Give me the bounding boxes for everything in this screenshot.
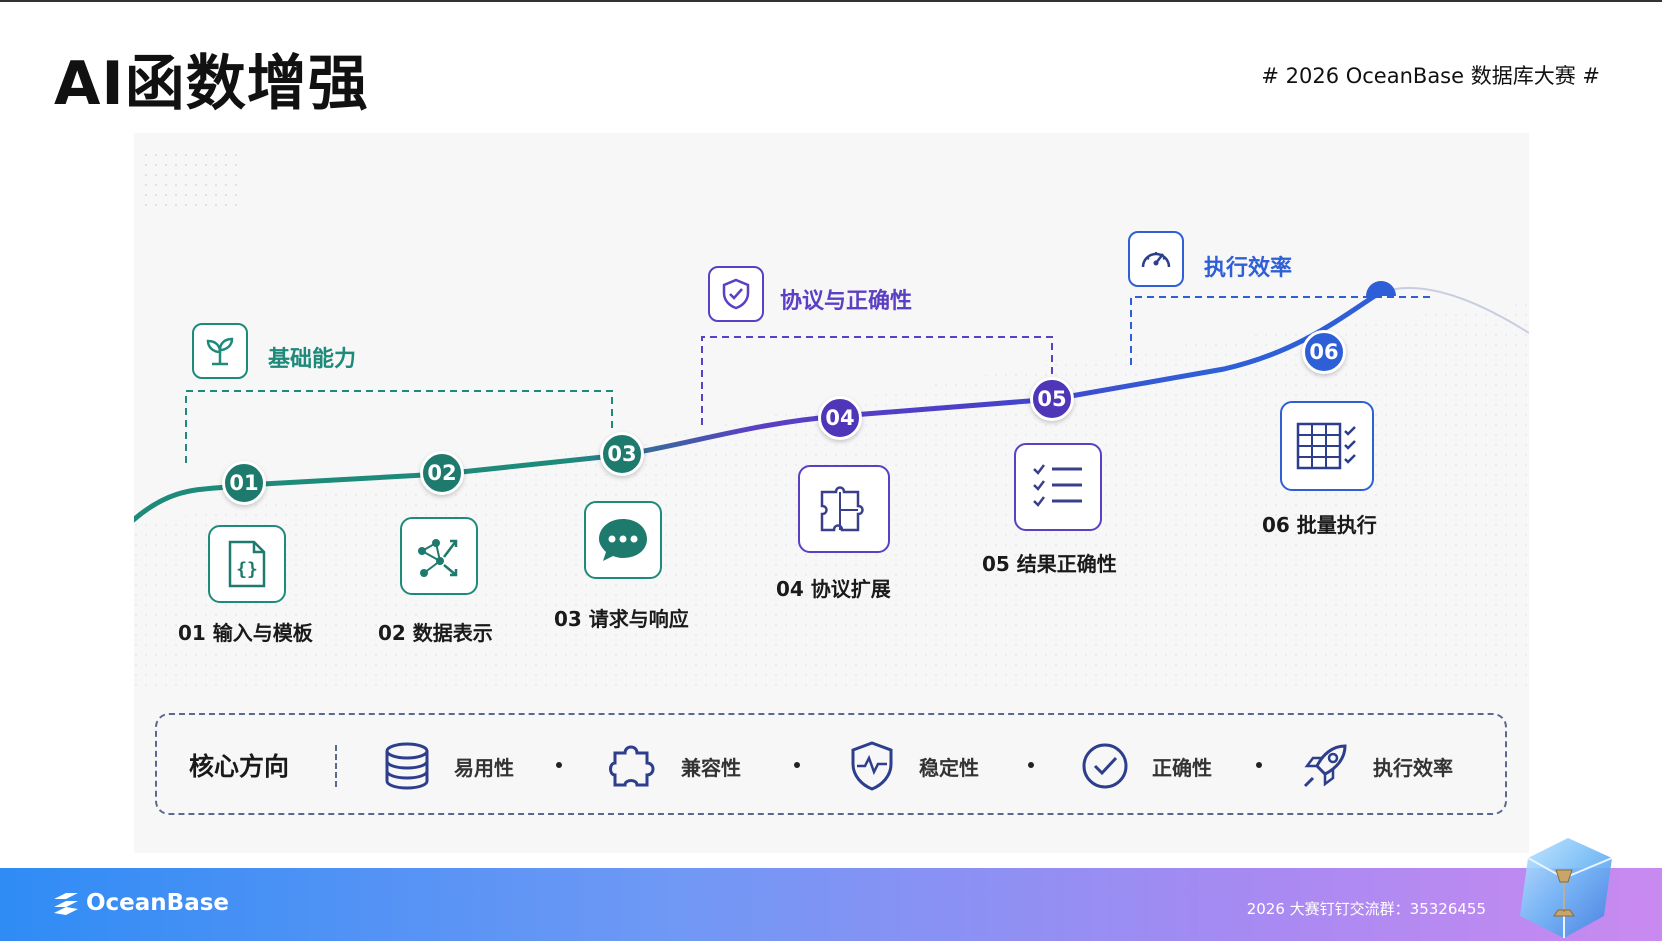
- group-title-basic: 基础能力: [268, 347, 357, 372]
- network-nodes-icon: [400, 517, 478, 595]
- database-icon: [385, 742, 429, 790]
- trophy-cube-icon: [1520, 838, 1613, 938]
- shield-check-icon: [708, 266, 764, 322]
- shield-pulse-icon: [851, 741, 893, 791]
- roadmap-panel: 基础能力 协议与正确性 执行效率 01 02 03 04 05 06 {} 01…: [134, 133, 1529, 853]
- core-item-usability: 易用性: [382, 739, 514, 793]
- oceanbase-logo-icon: [54, 893, 78, 915]
- core-title: 核心方向: [189, 752, 290, 781]
- step-label-01: 01 输入与模板: [178, 621, 313, 645]
- group-title-efficiency: 执行效率: [1204, 256, 1293, 281]
- step-label-03: 03 请求与响应: [554, 607, 689, 631]
- core-item-label: 易用性: [454, 755, 514, 780]
- core-item-correctness: 正确性: [1080, 739, 1212, 793]
- checklist-icon: [1014, 443, 1102, 531]
- code-file-icon: {}: [208, 525, 286, 603]
- page-title: AI函数增强: [54, 49, 369, 119]
- core-directions-box: 核心方向 易用性 兼容性 稳定性 正确性 执行效率: [155, 713, 1507, 815]
- core-separator: [335, 745, 337, 787]
- step-node-03: 03: [600, 432, 644, 476]
- core-item-label: 正确性: [1152, 755, 1212, 780]
- step-node-01: 01: [222, 461, 266, 505]
- step-label-06: 06 批量执行: [1262, 513, 1377, 537]
- core-item-label: 执行效率: [1373, 755, 1453, 780]
- core-dot: [1256, 762, 1262, 768]
- speedometer-icon: [1128, 231, 1184, 287]
- step-node-04: 04: [818, 396, 862, 440]
- core-dot: [1028, 762, 1034, 768]
- svg-text:{}: {}: [236, 559, 258, 580]
- core-item-label: 兼容性: [681, 755, 741, 780]
- core-dot: [556, 762, 562, 768]
- core-item-efficiency: 执行效率: [1299, 739, 1453, 793]
- event-hashtag: # 2026 OceanBase 数据库大赛 #: [1261, 64, 1600, 88]
- puzzle-icon: [798, 465, 890, 553]
- core-dot: [794, 762, 800, 768]
- footer-bar: OceanBase 2026 大赛钉钉交流群：35326455: [0, 868, 1662, 941]
- check-circle-icon: [1082, 743, 1128, 789]
- step-node-06: 06: [1302, 330, 1346, 374]
- core-item-compatibility: 兼容性: [605, 739, 741, 793]
- core-item-stability: 稳定性: [847, 739, 979, 793]
- rocket-icon: [1303, 744, 1347, 788]
- group-title-protocol: 协议与正确性: [780, 289, 913, 314]
- step-label-02: 02 数据表示: [378, 621, 493, 645]
- core-item-label: 稳定性: [919, 755, 979, 780]
- table-check-icon: [1280, 401, 1374, 491]
- chat-bubble-icon: [584, 501, 662, 579]
- contact-info: 2026 大赛钉钉交流群：35326455: [1246, 900, 1486, 918]
- step-node-02: 02: [420, 451, 464, 495]
- top-rule: [0, 0, 1662, 2]
- step-label-05: 05 结果正确性: [982, 552, 1117, 576]
- puzzle-icon: [609, 745, 655, 787]
- oceanbase-logo: OceanBase: [52, 890, 229, 916]
- step-label-04: 04 协议扩展: [776, 577, 891, 601]
- step-node-05: 05: [1030, 377, 1074, 421]
- sprout-icon: [192, 323, 248, 379]
